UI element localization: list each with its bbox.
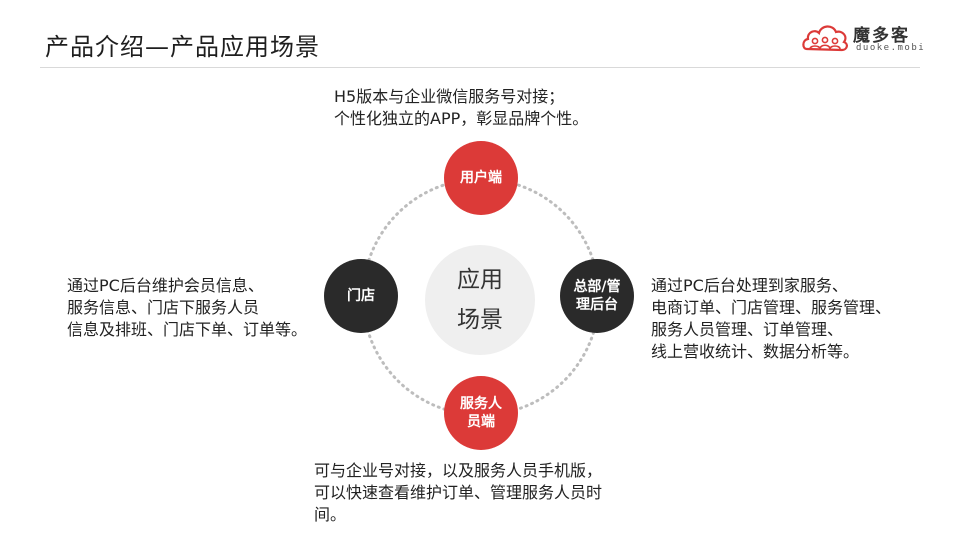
desc-line: 可以快速查看维护订单、管理服务人员时	[314, 483, 603, 502]
logo-url: duoke.mobi	[856, 43, 926, 53]
node-hq: 总部/管理后台	[560, 259, 634, 333]
desc-line: 信息及排班、门店下单、订单等。	[67, 320, 308, 339]
desc-line: 通过PC后台维护会员信息、	[67, 276, 264, 295]
node-staff-label: 服务人员端	[460, 396, 502, 430]
node-user-label: 用户端	[460, 170, 502, 186]
desc-staff: 可与企业号对接，以及服务人员手机版， 可以快速查看维护订单、管理服务人员时 间。	[314, 460, 602, 526]
desc-hq: 通过PC后台处理到家服务、 电商订单、门店管理、服务管理、 服务人员管理、订单管…	[651, 275, 891, 363]
logo-name: 魔多客	[853, 26, 910, 46]
brand-logo: 魔多客 duoke.mobi	[801, 19, 924, 55]
desc-store: 通过PC后台维护会员信息、 服务信息、门店下服务人员 信息及排班、门店下单、订单…	[67, 275, 307, 341]
node-hq-label: 总部/管理后台	[573, 279, 621, 313]
desc-line: H5版本与企业微信服务号对接；	[334, 87, 565, 106]
center-label: 应用场景	[457, 267, 503, 333]
desc-line: 电商订单、门店管理、服务管理、	[651, 298, 892, 317]
desc-line: 服务信息、门店下服务人员	[67, 298, 260, 317]
desc-line: 服务人员管理、订单管理、	[651, 320, 844, 339]
page-title: 产品介绍—产品应用场景	[45, 33, 320, 61]
node-staff: 服务人员端	[444, 376, 518, 450]
title-divider	[40, 67, 920, 68]
desc-line: 个性化独立的APP，彰显品牌个性。	[334, 109, 589, 128]
desc-line: 可与企业号对接，以及服务人员手机版，	[314, 461, 603, 480]
center-circle: 应用场景	[425, 245, 535, 355]
desc-line: 线上营收统计、数据分析等。	[651, 342, 860, 361]
desc-line: 间。	[314, 505, 347, 524]
desc-line: 通过PC后台处理到家服务、	[651, 276, 848, 295]
node-store-label: 门店	[347, 288, 375, 304]
cloud-people-icon	[802, 25, 848, 52]
desc-user: H5版本与企业微信服务号对接； 个性化独立的APP，彰显品牌个性。	[334, 86, 588, 130]
node-store: 门店	[324, 259, 398, 333]
node-user: 用户端	[444, 141, 518, 215]
